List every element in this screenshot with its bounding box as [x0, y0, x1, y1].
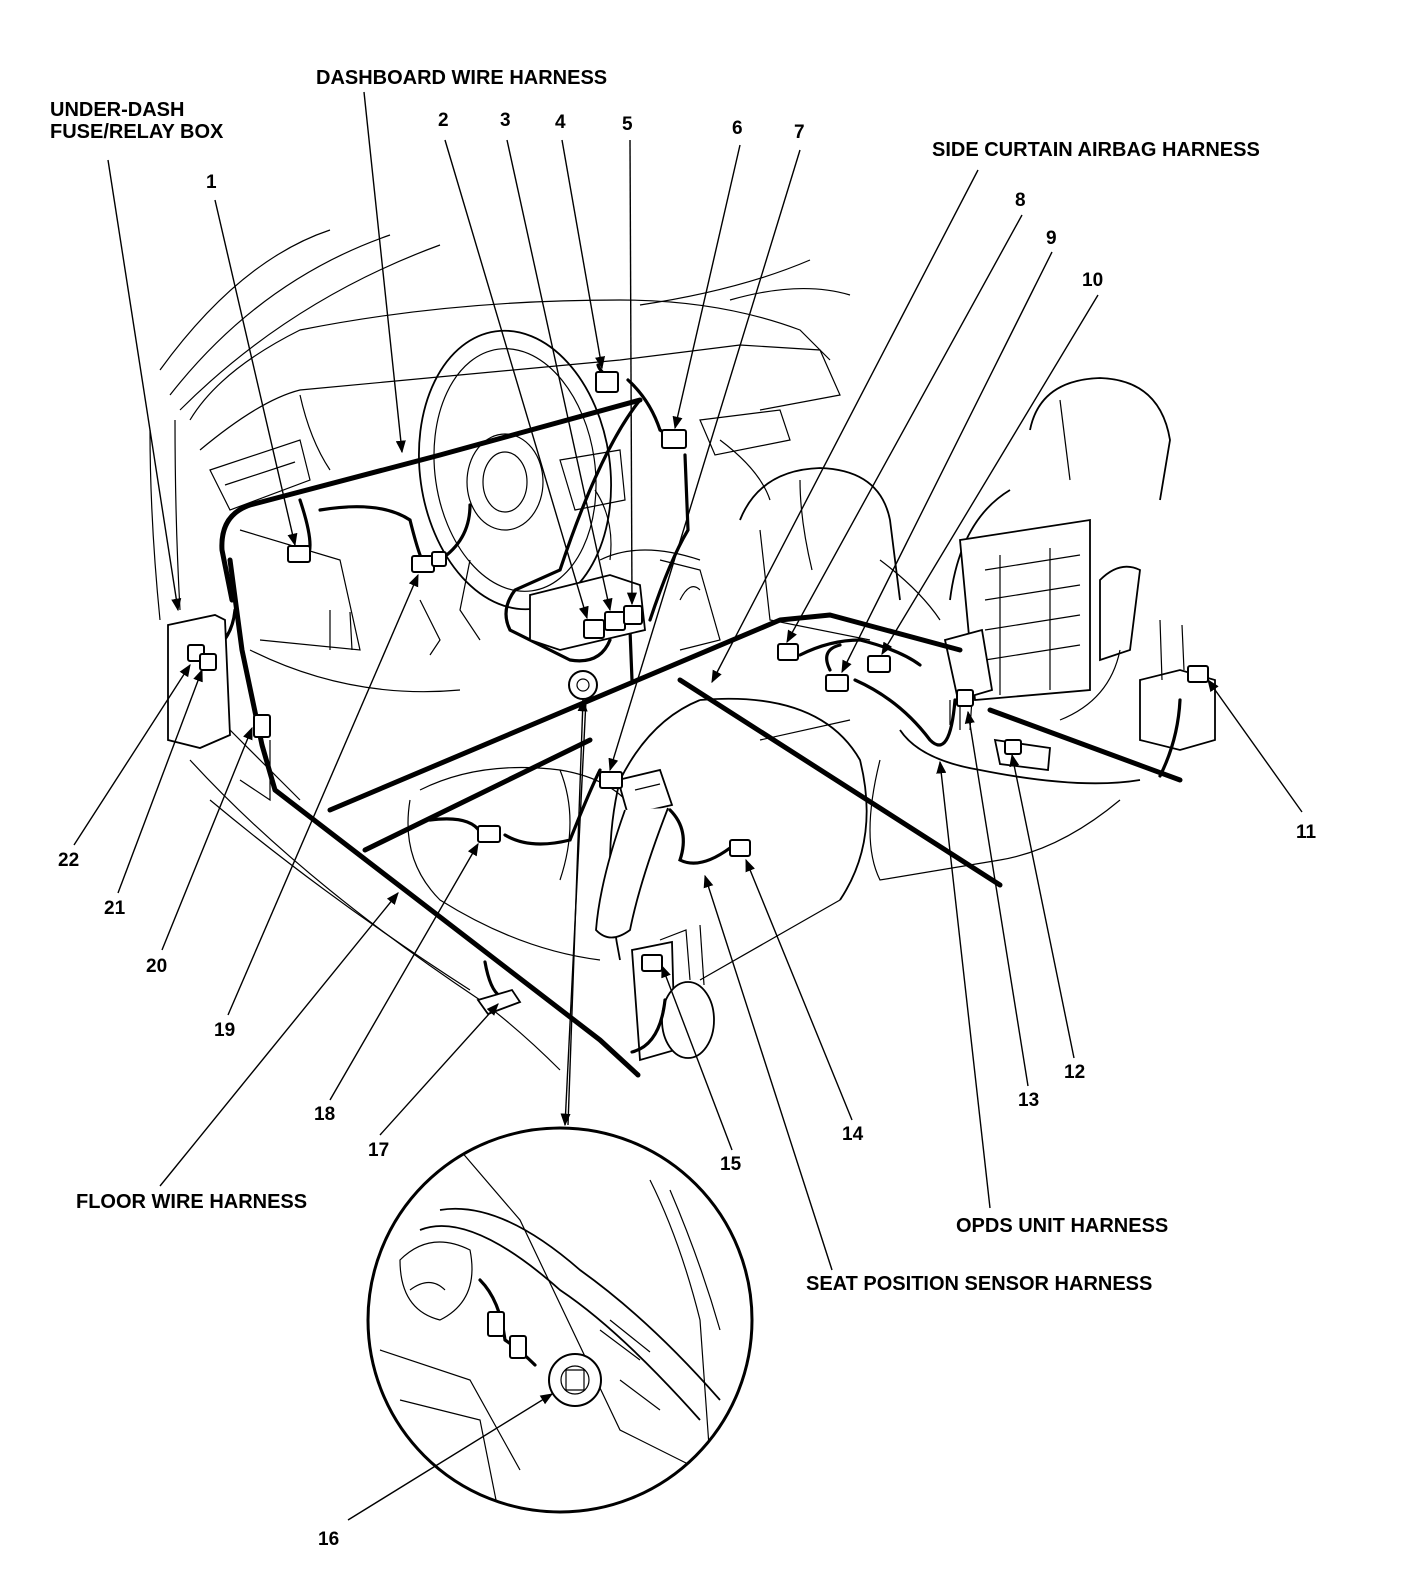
- connector-2: [583, 619, 605, 639]
- callout-11: 11: [1296, 822, 1317, 843]
- under-dash-fuse-relay-box-label-2: FUSE/RELAY BOX: [50, 121, 224, 143]
- connector-15: [641, 954, 663, 972]
- callout-13: 13: [1018, 1090, 1039, 1111]
- callout-3: 3: [500, 110, 511, 131]
- callout-19: 19: [214, 1020, 235, 1041]
- connector-19: [411, 555, 435, 573]
- harness-labels: UNDER-DASH FUSE/RELAY BOX DASHBOARD WIRE…: [50, 67, 1260, 1295]
- callout-7: 7: [794, 122, 805, 143]
- callout-5: 5: [622, 114, 633, 135]
- callout-15: 15: [720, 1154, 742, 1175]
- leader-lines: [73, 91, 1303, 1521]
- connector-8: [777, 643, 799, 661]
- connector-4: [595, 371, 619, 393]
- connector-18: [477, 825, 501, 843]
- callout-8: 8: [1015, 190, 1026, 211]
- connector-13: [956, 689, 974, 707]
- floor-wire-harness-label: FLOOR WIRE HARNESS: [76, 1191, 307, 1213]
- wire-harnesses: [208, 363, 1183, 1078]
- connector-3: [604, 611, 626, 631]
- callout-17: 17: [368, 1140, 389, 1161]
- connector-9: [825, 674, 849, 692]
- connector-20: [253, 714, 271, 738]
- vehicle-interior-drawing: [149, 229, 1216, 1071]
- under-dash-fuse-relay-box-label-1: UNDER-DASH: [50, 99, 184, 121]
- callout-20: 20: [146, 956, 167, 977]
- side-curtain-harness-wire: [677, 677, 1003, 888]
- callout-1: 1: [206, 172, 217, 193]
- callout-numbers: 1 2 3 4 5 6 7 8 9 10 11 12 13 14 15 16 1…: [58, 110, 1317, 1550]
- callout-12: 12: [1064, 1062, 1085, 1083]
- callout-10: 10: [1082, 270, 1103, 291]
- dashboard-wire-harness-label: DASHBOARD WIRE HARNESS: [316, 67, 607, 89]
- connector-7: [599, 771, 623, 789]
- opds-unit-harness-label: OPDS UNIT HARNESS: [956, 1215, 1168, 1237]
- connector-11: [1187, 665, 1209, 683]
- connector-14: [729, 839, 751, 857]
- seat-position-sensor-harness-label: SEAT POSITION SENSOR HARNESS: [806, 1273, 1152, 1295]
- detail-inset: [366, 1126, 754, 1514]
- callout-9: 9: [1046, 228, 1057, 249]
- connector-17: [476, 988, 522, 1016]
- floor-harness-left-wire: [227, 557, 641, 1078]
- callout-16: 16: [318, 1529, 339, 1550]
- callout-18: 18: [314, 1104, 335, 1125]
- connector-5: [623, 605, 643, 625]
- connector-12: [1004, 739, 1022, 755]
- connector-10: [867, 655, 891, 673]
- callout-4: 4: [555, 112, 566, 133]
- connector-1: [287, 545, 311, 563]
- callout-2: 2: [438, 110, 449, 131]
- callout-6: 6: [732, 118, 743, 139]
- side-curtain-airbag-harness-label: SIDE CURTAIN AIRBAG HARNESS: [932, 139, 1260, 161]
- dashboard-harness-wire: [219, 397, 643, 603]
- callout-14: 14: [842, 1124, 864, 1145]
- callout-21: 21: [104, 898, 126, 919]
- connector-6: [661, 429, 687, 449]
- under-dash-fuse-relay-box: [167, 614, 231, 749]
- connector-21: [199, 653, 217, 671]
- callout-22: 22: [58, 850, 79, 871]
